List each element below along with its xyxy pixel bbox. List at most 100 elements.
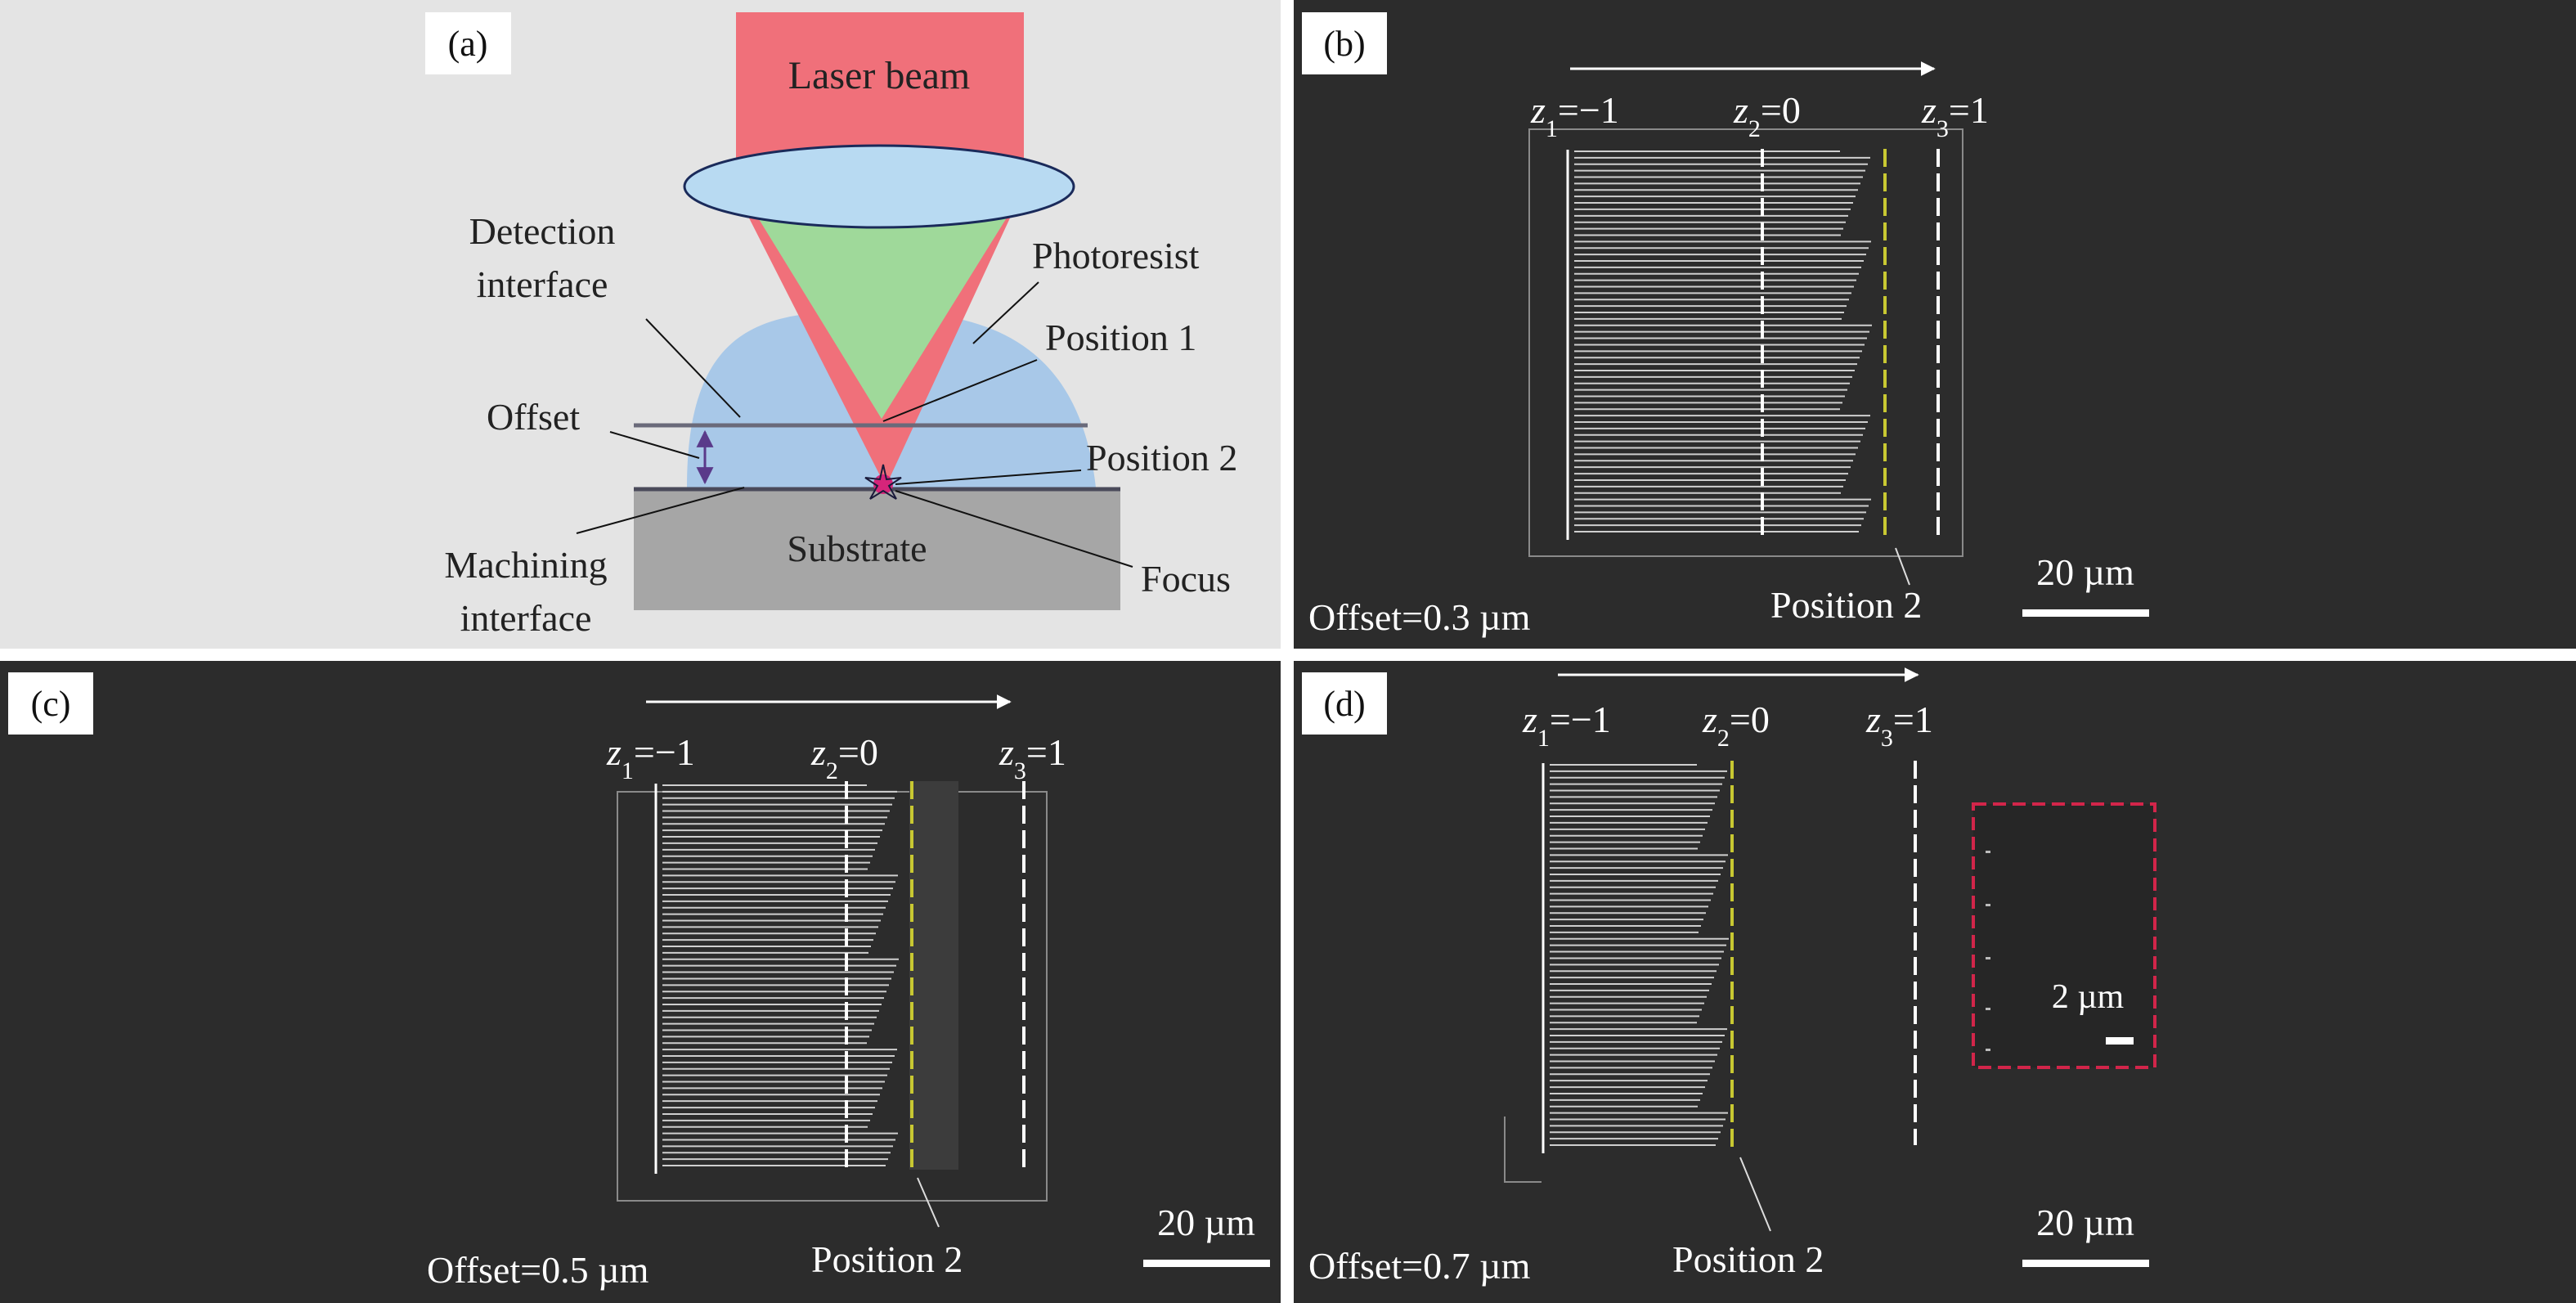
panel-b-scale-bar [2022,609,2149,617]
panel-c-line-array [654,784,899,1174]
panel-d-position2-leader [1739,1157,1771,1232]
laser-beam-label: Laser beam [788,54,971,97]
machining-interface-label: interface [460,597,592,639]
panel-b-position2-label: Position 2 [1770,584,1922,626]
panel-a-tag: (a) [448,24,488,64]
panel-b-background [1294,0,2576,649]
panel-b-z3-val: =1 [1949,89,1989,131]
photoresist-leader [972,281,1039,344]
panel-c-scale-bar [1143,1260,1270,1267]
panel-c-background [0,661,1281,1303]
panel-c-z3-val: =1 [1026,731,1066,773]
panel-d-z2-sub: 2 [1717,725,1730,752]
panel-b-z1-var: z [1530,89,1546,131]
panel-b: (b) z1=−1 z2=0 z3=1 Position 2 Offset=0.… [1294,0,2576,649]
panel-d: 2 µm (d) z1=−1 z2=0 z3=1 Position 2 Offs… [1294,661,2576,1303]
focus-leader [895,490,1133,568]
panel-d-inset-box [1972,802,2156,1069]
panel-c-tag-box [8,672,93,735]
panel-c-z3-var: z [999,731,1014,773]
panel-c-offset-label: Offset=0.5 µm [427,1249,649,1291]
lens [683,144,1075,229]
panel-c: (c) z1=−1 z2=0 z3=1 Position 2 Offset=0.… [0,661,1281,1303]
panel-d-scale-label: 20 µm [2036,1202,2134,1243]
panel-d-z3-val: =1 [1893,699,1933,740]
photoresist-label: Photoresist [1032,235,1200,276]
panel-d-offset-label: Offset=0.7 µm [1308,1245,1531,1287]
offset-leader [609,431,700,459]
panel-d-z1-sub: 1 [1537,725,1550,752]
position1-leader [882,359,1038,422]
panel-c-z2-label: z2=0 [810,731,878,784]
panel-d-position2-label: Position 2 [1672,1238,1824,1280]
panel-d-z2-var: z [1702,699,1717,740]
panel-d-scale-bar [2022,1260,2149,1267]
detection-interface-label: interface [477,263,608,305]
panel-b-frame [1528,128,1963,557]
detection-leader [645,318,741,418]
panel-b-z1-label: z1=−1 [1530,89,1619,142]
panel-d-z3-label: z3=1 [1865,699,1933,752]
panel-c-z1-var: z [606,731,622,773]
panel-c-scale-label: 20 µm [1157,1202,1255,1243]
panel-b-tag-box [1302,12,1387,74]
panel-c-z1-val: =−1 [634,731,695,773]
panel-c-z1-label: z1=−1 [606,731,695,784]
panel-b-z2-val: =0 [1761,89,1801,131]
panel-b-tag: (b) [1323,24,1365,64]
panel-d-z1-label: z1=−1 [1522,699,1611,752]
position2-label: Position 2 [1086,437,1237,479]
panel-b-z2-var: z [1733,89,1748,131]
panel-a-tag-box [425,12,511,74]
panel-b-z2-sub: 2 [1748,115,1761,142]
focus-star [864,464,902,500]
panel-d-inset-scale-label: 2 µm [2052,978,2125,1016]
machining-label: Machining [444,544,607,586]
detection-label: Detection [469,210,616,252]
panel-d-tag: (d) [1323,684,1365,724]
panel-c-z3-sub: 3 [1014,757,1026,784]
panel-c-z3-label: z3=1 [999,731,1066,784]
substrate [634,488,1120,610]
panel-d-z1-var: z [1522,699,1537,740]
panel-c-z2-sub: 2 [826,757,838,784]
focus-cone [752,209,1012,419]
panel-d-tag-box [1302,672,1387,735]
offset-label: Offset [487,396,580,438]
panel-c-tag: (c) [31,684,71,724]
panel-d-z3-var: z [1865,699,1881,740]
panel-b-position2-leader [1895,547,1910,586]
panel-a: (a) Laser beam Detection interface Photo… [0,0,1281,649]
panel-d-z1-val: =−1 [1550,699,1611,740]
panel-d-frame-fragment [1504,1117,1542,1183]
panel-b-line-array [1566,150,1872,540]
panel-d-inset-dots [1986,851,1990,1051]
panel-c-z1-sub: 1 [622,757,634,784]
panel-d-z2-val: =0 [1730,699,1770,740]
panel-b-scale-label: 20 µm [2036,551,2134,593]
panel-b-z3-label: z3=1 [1921,89,1989,142]
panel-c-position2-leader [917,1177,940,1228]
panel-b-z2-label: z2=0 [1733,89,1801,142]
panel-c-z2-val: =0 [838,731,878,773]
panel-b-z1-sub: 1 [1546,115,1558,142]
panel-d-inset-scale-bar [2106,1037,2134,1045]
position1-label: Position 1 [1045,317,1196,358]
focus-label: Focus [1141,558,1231,600]
substrate-label: Substrate [787,528,927,569]
machining-leader [576,487,745,534]
panel-b-z3-var: z [1921,89,1936,131]
panel-d-line-array [1542,763,1729,1153]
panel-b-z1-val: =−1 [1558,89,1619,131]
panel-c-z2-var: z [810,731,826,773]
panel-d-z2-label: z2=0 [1702,699,1770,752]
panel-c-position2-label: Position 2 [811,1238,963,1280]
laser-beam [736,12,1024,168]
position2-leader [895,470,1082,485]
panel-d-z3-sub: 3 [1881,725,1893,752]
panel-b-z3-sub: 3 [1936,115,1949,142]
panel-b-offset-label: Offset=0.3 µm [1308,596,1531,638]
panel-d-background [1294,661,2576,1303]
panel-c-haze [909,781,958,1170]
